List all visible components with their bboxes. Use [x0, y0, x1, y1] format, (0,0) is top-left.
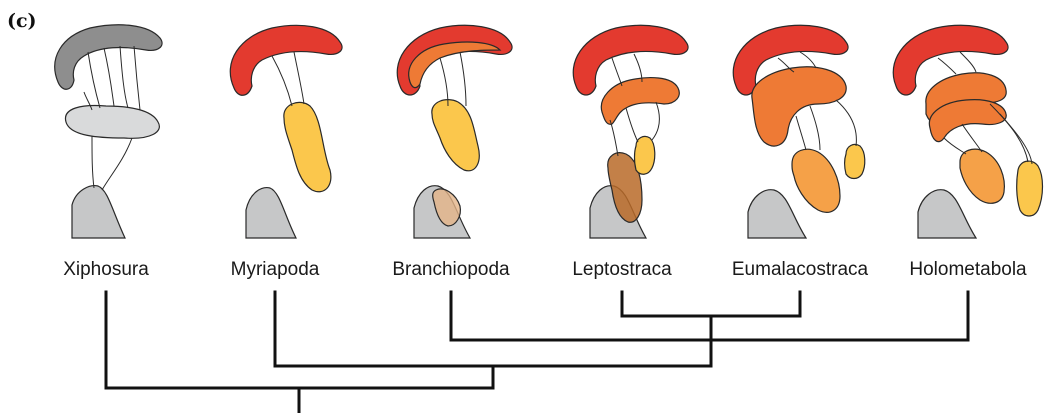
leptostraca-orange-lobe — [601, 78, 679, 125]
taxon-label-xiphosura: Xiphosura — [63, 259, 149, 280]
clade-root — [106, 292, 493, 413]
illustration-leptostraca — [573, 25, 688, 238]
eumalacostraca-light-orange-lobe — [792, 149, 840, 212]
illustration-eumalacostraca — [733, 25, 865, 238]
clade-malacostraca-holometabola — [451, 292, 968, 340]
panel-label: (c) — [7, 10, 37, 32]
illustration-xiphosura — [55, 25, 162, 238]
taxon-label-holometabola: Holometabola — [909, 259, 1027, 280]
taxon-label-eumalacostraca: Eumalacostraca — [732, 259, 869, 280]
taxon-label-leptostraca: Leptostraca — [572, 259, 672, 280]
clade-leptostraca-eumalacostraca — [622, 292, 800, 316]
xiphosura-middle-lobe — [65, 106, 159, 139]
holometabola-yellow-lobe — [1017, 161, 1043, 216]
clade-with-myriapoda — [275, 292, 711, 366]
taxon-label-myriapoda: Myriapoda — [231, 259, 320, 280]
illustration-holometabola — [893, 25, 1042, 238]
eumalacostraca-orange-lobe — [752, 67, 846, 146]
myriapoda-yellow-lobe — [284, 102, 331, 191]
illustration-myriapoda — [230, 25, 342, 238]
holometabola-light-orange-lobe — [960, 149, 1004, 203]
branchiopoda-yellow-lobe — [432, 100, 479, 171]
eumalacostraca-yellow-lobe — [845, 144, 865, 178]
eumalacostraca-base — [748, 190, 806, 238]
illustration-branchiopoda — [397, 25, 512, 238]
taxon-label-branchiopoda: Branchiopoda — [392, 259, 510, 280]
xiphosura-top-lobe — [55, 25, 162, 89]
myriapoda-base — [246, 188, 296, 238]
holometabola-base — [918, 190, 976, 238]
myriapoda-red-lobe — [230, 25, 342, 95]
xiphosura-base — [72, 186, 125, 238]
cladogram — [106, 292, 968, 413]
